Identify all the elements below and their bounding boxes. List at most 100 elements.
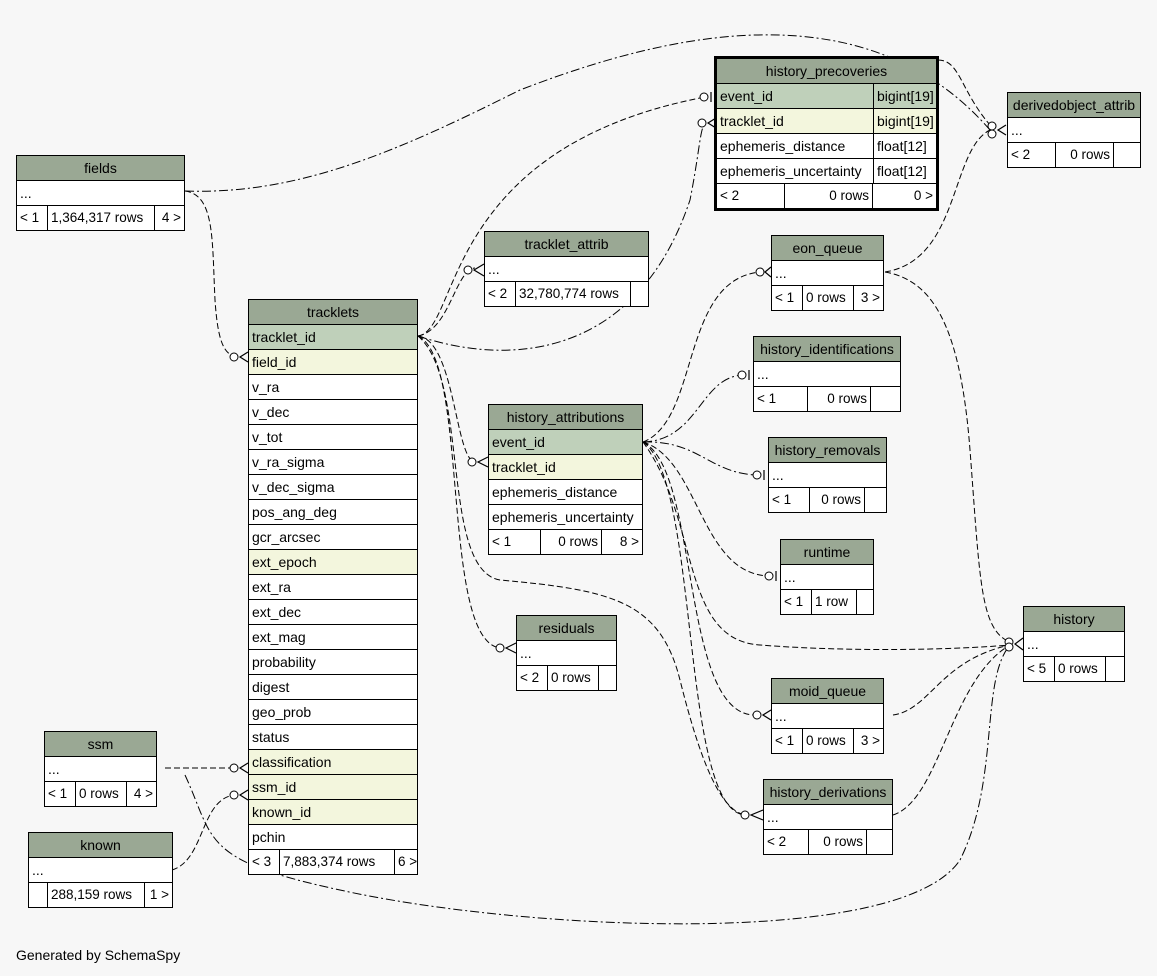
parents-count[interactable]: < 3 bbox=[252, 854, 272, 869]
table-row: ext_ra bbox=[249, 575, 417, 600]
table-history-removals[interactable]: history_removals ... < 1 0 rows bbox=[768, 437, 887, 513]
table-residuals[interactable]: residuals ... < 2 0 rows bbox=[516, 615, 617, 691]
column-name: tracklet_id bbox=[492, 459, 556, 475]
table-title[interactable]: ssm bbox=[45, 732, 156, 757]
parents-count[interactable]: < 2 bbox=[720, 188, 740, 203]
children-count[interactable] bbox=[1105, 657, 1124, 681]
table-footer: < 5 0 rows bbox=[1024, 657, 1124, 681]
table-footer: < 1 0 rows bbox=[754, 387, 900, 411]
column-name: ... bbox=[48, 761, 60, 777]
table-known[interactable]: known ... 288,159 rows 1 > bbox=[28, 832, 173, 908]
table-row: ext_mag bbox=[249, 625, 417, 650]
parents-count[interactable]: < 1 bbox=[757, 391, 777, 406]
children-count[interactable]: 3 > bbox=[853, 286, 883, 310]
table-title[interactable]: derivedobject_attrib bbox=[1008, 93, 1140, 118]
parents-count[interactable]: < 1 bbox=[775, 290, 795, 305]
column-name: ... bbox=[1027, 636, 1039, 652]
table-title[interactable]: known bbox=[29, 833, 172, 858]
crowsfoot-history bbox=[1014, 637, 1024, 651]
column-name: ephemeris_distance bbox=[720, 138, 846, 154]
edge-attributions-derivations bbox=[642, 441, 746, 816]
table-history-derivations[interactable]: history_derivations ... < 2 0 rows bbox=[763, 779, 893, 855]
edge-end-tracklet-attrib bbox=[463, 265, 473, 275]
children-count[interactable] bbox=[630, 282, 648, 306]
row-count: 0 rows bbox=[784, 184, 872, 208]
row-count: 0 rows bbox=[807, 387, 870, 411]
table-footer: < 1 1,364,317 rows 4 > bbox=[17, 206, 184, 230]
column-name: ... bbox=[32, 862, 44, 878]
children-count[interactable] bbox=[1113, 143, 1140, 167]
column-name: gcr_arcsec bbox=[252, 529, 321, 545]
table-footer: < 3 7,883,374 rows 6 > bbox=[249, 850, 417, 874]
column-name: ... bbox=[775, 265, 787, 281]
table-row: ssm_id bbox=[249, 775, 417, 800]
children-count[interactable] bbox=[598, 666, 616, 690]
children-count[interactable] bbox=[856, 590, 873, 614]
parents-count[interactable]: < 5 bbox=[1027, 661, 1047, 676]
table-row: tracklet_id bigint[19] bbox=[717, 109, 936, 134]
table-history-precoveries[interactable]: history_precoveries event_id bigint[19] … bbox=[714, 56, 939, 211]
parents-count[interactable]: < 2 bbox=[520, 670, 540, 685]
table-fields[interactable]: fields ... < 1 1,364,317 rows 4 > bbox=[16, 155, 185, 231]
children-count[interactable]: 4 > bbox=[154, 206, 184, 230]
children-count[interactable]: 1 > bbox=[144, 883, 172, 907]
table-footer: < 2 32,780,774 rows bbox=[485, 282, 648, 306]
table-title[interactable]: history_removals bbox=[769, 438, 886, 463]
table-title[interactable]: fields bbox=[17, 156, 184, 181]
table-row: known_id bbox=[249, 800, 417, 825]
parents-count[interactable] bbox=[29, 883, 47, 907]
table-title[interactable]: history_derivations bbox=[764, 780, 892, 805]
table-derivedobject-attrib[interactable]: derivedobject_attrib ... < 2 0 rows bbox=[1007, 92, 1141, 168]
edge-attributions-moid bbox=[642, 441, 756, 716]
table-row: status bbox=[249, 725, 417, 750]
column-name: v_ra bbox=[252, 379, 280, 395]
table-title[interactable]: runtime bbox=[781, 540, 873, 565]
table-ssm[interactable]: ssm ... < 1 0 rows 4 > bbox=[44, 731, 157, 807]
children-count[interactable]: 3 > bbox=[853, 729, 883, 753]
parents-count[interactable]: < 1 bbox=[20, 210, 40, 225]
table-row: ... bbox=[772, 704, 883, 729]
table-history[interactable]: history ... < 5 0 rows bbox=[1023, 606, 1125, 682]
table-moid-queue[interactable]: moid_queue ... < 1 0 rows 3 > bbox=[771, 678, 884, 754]
children-count[interactable]: 8 > bbox=[601, 530, 642, 554]
edge-end-attributions bbox=[467, 457, 477, 467]
column-name: ext_epoch bbox=[252, 554, 317, 570]
table-title[interactable]: history_attributions bbox=[489, 405, 642, 430]
table-row: ephemeris_uncertainty bbox=[489, 505, 642, 530]
parents-count[interactable]: < 1 bbox=[492, 534, 512, 549]
table-title[interactable]: history_identifications bbox=[754, 337, 900, 362]
table-row: ephemeris_uncertainty float[12] bbox=[717, 159, 936, 184]
table-eon-queue[interactable]: eon_queue ... < 1 0 rows 3 > bbox=[771, 235, 884, 311]
table-title[interactable]: history_precoveries bbox=[717, 59, 936, 84]
table-tracklet-attrib[interactable]: tracklet_attrib ... < 2 32,780,774 rows bbox=[484, 231, 649, 307]
table-row: ... bbox=[17, 181, 184, 206]
table-runtime[interactable]: runtime ... < 1 1 row bbox=[780, 539, 874, 615]
table-title[interactable]: eon_queue bbox=[772, 236, 883, 261]
column-name: ... bbox=[520, 645, 532, 661]
children-count[interactable]: 6 > bbox=[394, 850, 417, 874]
table-tracklets[interactable]: tracklets tracklet_id field_id v_ra v_de… bbox=[248, 299, 418, 875]
table-history-identifications[interactable]: history_identifications ... < 1 0 rows bbox=[753, 336, 901, 412]
column-name: v_tot bbox=[252, 429, 283, 445]
children-count[interactable]: 4 > bbox=[126, 782, 156, 806]
parents-count[interactable]: < 1 bbox=[48, 786, 68, 801]
parents-count[interactable]: < 1 bbox=[772, 492, 792, 507]
table-title[interactable]: tracklets bbox=[249, 300, 417, 325]
table-footer: 288,159 rows 1 > bbox=[29, 883, 172, 907]
children-count[interactable] bbox=[864, 488, 886, 512]
table-row: v_dec_sigma bbox=[249, 475, 417, 500]
parents-count[interactable]: < 2 bbox=[767, 834, 787, 849]
table-history-attributions[interactable]: history_attributions event_id tracklet_i… bbox=[488, 404, 643, 555]
parents-count[interactable]: < 2 bbox=[1011, 147, 1031, 162]
table-title[interactable]: residuals bbox=[517, 616, 616, 641]
parents-count[interactable]: < 2 bbox=[488, 286, 508, 301]
children-count[interactable]: 0 > bbox=[872, 184, 936, 208]
crowsfoot-tracklets-ssm bbox=[238, 762, 249, 774]
table-title[interactable]: history bbox=[1024, 607, 1124, 632]
parents-count[interactable]: < 1 bbox=[784, 594, 804, 609]
parents-count[interactable]: < 1 bbox=[775, 733, 795, 748]
children-count[interactable] bbox=[866, 830, 892, 854]
children-count[interactable] bbox=[870, 387, 900, 411]
table-title[interactable]: moid_queue bbox=[772, 679, 883, 704]
table-title[interactable]: tracklet_attrib bbox=[485, 232, 648, 257]
